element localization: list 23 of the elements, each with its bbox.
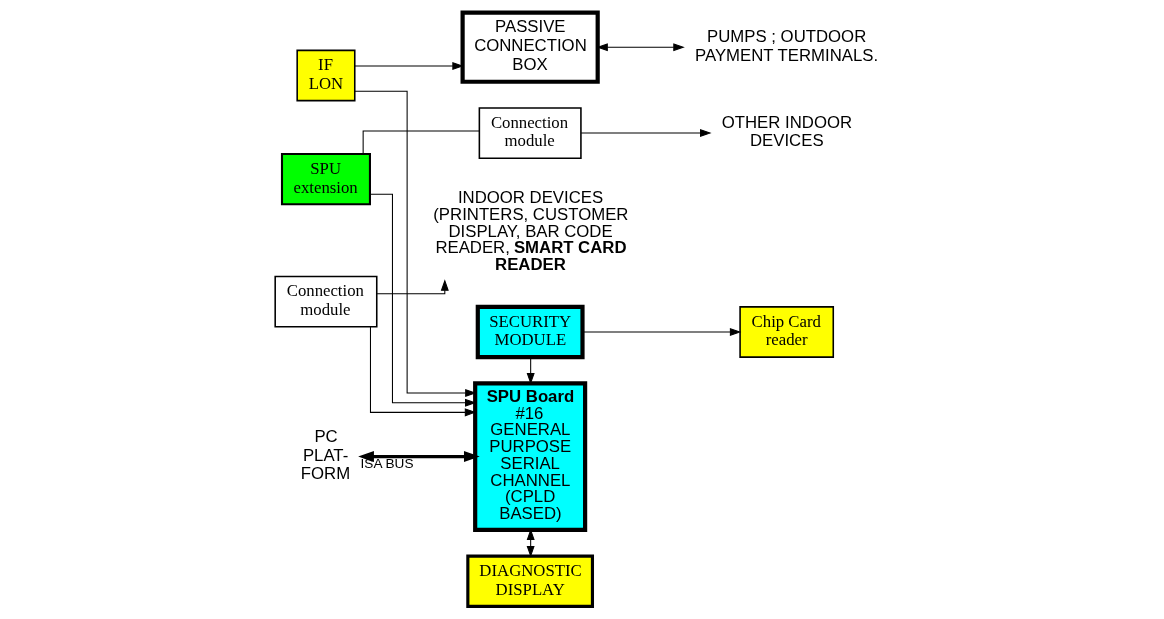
arrow (581, 327, 741, 337)
node-box: SPU extension (280, 152, 371, 206)
arrow (580, 129, 712, 138)
arrow (369, 326, 476, 417)
node-box: SECURITY MODULE (475, 304, 585, 360)
arrow (376, 279, 449, 295)
node-box: Connection module (478, 107, 582, 159)
node-box: IF LON (295, 49, 356, 102)
arrow (353, 62, 464, 71)
connector (362, 130, 480, 155)
node-text: PUMPS ; OUTDOOR PAYMENT TERMINALS. (694, 26, 878, 65)
node-box: SPU Board #16 GENERAL PURPOSE SERIAL CHANNEL (CPLD BASED) (472, 381, 587, 532)
node-text: PC PLAT- FORM (300, 426, 350, 484)
arrow (526, 356, 535, 385)
node-box: DIAGNOSTIC DISPLAY (465, 554, 594, 608)
arrow (368, 193, 477, 407)
node-text: OTHER INDOOR DEVICES (721, 112, 852, 151)
node-box: Chip Card reader (738, 306, 834, 358)
arrow (353, 90, 477, 398)
node-box: PASSIVE CONNECTION BOX (460, 10, 600, 84)
arrow (357, 451, 480, 463)
node-text: INDOOR DEVICES (PRINTERS, CUSTOMER DISPLAY, BAR CODE READER, SMART CARD READER (432, 188, 628, 275)
node-box: Connection module (273, 275, 378, 328)
